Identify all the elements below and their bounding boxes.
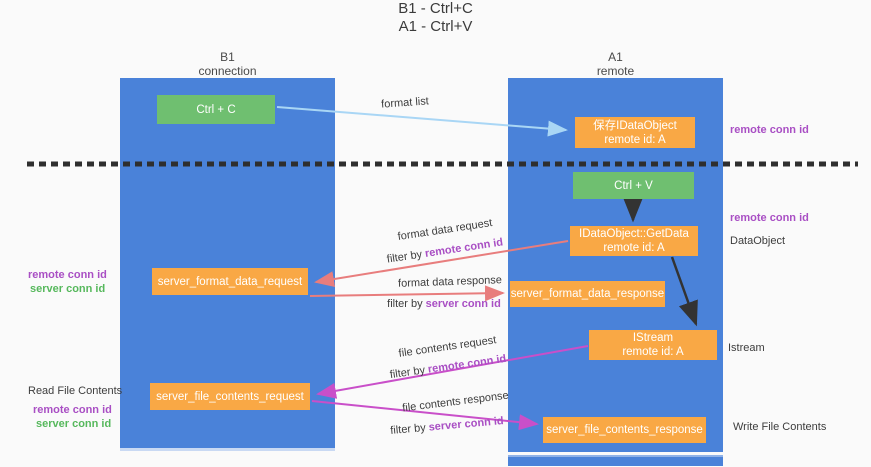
annot-write-file-contents: Write File Contents <box>733 421 827 433</box>
filter-prefix-text: filter by <box>387 298 423 310</box>
arrow-format-data-response <box>309 285 505 302</box>
node-istream: IStream remote id: A <box>589 330 717 360</box>
node-ctrl-v: Ctrl + V <box>573 172 694 199</box>
label-format-list: format list <box>380 95 430 111</box>
annot-remote-conn-id-top-right: remote conn id <box>730 124 809 136</box>
lane-a1-continuation <box>508 455 723 466</box>
annot-istream: Istream <box>728 342 765 354</box>
annot-server-conn-id-top-left: server conn id <box>30 283 106 295</box>
annot-remote-conn-id-top-left: remote conn id <box>28 269 107 281</box>
annot-dataobject: DataObject <box>730 235 786 247</box>
title-line-b1: B1 - Ctrl+C <box>398 0 473 17</box>
node-format-request-label: server_format_data_request <box>157 275 303 288</box>
annot-read-file-contents: Read File Contents <box>28 385 123 397</box>
lane-b1-name: B1 <box>220 50 235 64</box>
node-ctrl-v-label: Ctrl + V <box>614 179 653 192</box>
lane-b1-role: connection <box>198 64 257 78</box>
node-ctrl-c-label: Ctrl + C <box>196 103 236 116</box>
node-server-format-data-response: server_format_data_response <box>510 281 665 307</box>
lane-a1-role: remote <box>596 64 635 78</box>
node-save-idataobject-line2: remote id: A <box>604 133 666 146</box>
node-getdata-line2: remote id: A <box>603 242 665 254</box>
lane-a1-name: A1 <box>608 50 623 64</box>
node-save-idataobject-line1: 保存IDataObject <box>593 119 677 132</box>
remote-conn-id-text: remote conn id <box>427 352 507 376</box>
server-conn-id-text: server conn id <box>428 415 505 434</box>
node-server-file-contents-request: server_file_contents_request <box>150 383 310 410</box>
diagram-title: B1 - Ctrl+C A1 - Ctrl+V <box>0 0 871 36</box>
node-file-request-label: server_file_contents_request <box>156 390 304 403</box>
node-istream-line1: IStream <box>632 332 674 344</box>
label-file-contents-response: file contents response <box>401 389 510 415</box>
remote-conn-id-text: remote conn id <box>424 236 504 260</box>
title-line-a1: A1 - Ctrl+V <box>398 18 473 35</box>
node-idataobject-getdata: IDataObject::GetData remote id: A <box>570 226 698 256</box>
node-file-response-label: server_file_contents_response <box>546 424 703 436</box>
annot-remote-conn-id-mid-right: remote conn id <box>730 212 809 224</box>
filter-prefix-text: filter by <box>389 421 427 437</box>
node-getdata-line1: IDataObject::GetData <box>579 228 689 240</box>
node-save-idataobject: 保存IDataObject remote id: A <box>575 117 695 148</box>
node-format-response-label: server_format_data_response <box>510 288 665 300</box>
annot-server-conn-id-bottom-left: server conn id <box>36 418 112 430</box>
filter-prefix-text: filter by <box>386 248 423 266</box>
node-ctrl-c: Ctrl + C <box>157 95 275 124</box>
server-conn-id-text: server conn id <box>425 298 501 310</box>
annot-remote-conn-id-bottom-left: remote conn id <box>33 404 112 416</box>
node-server-file-contents-response: server_file_contents_response <box>543 417 706 443</box>
label-format-data-response: format data response <box>397 274 503 290</box>
filter-prefix-text: filter by <box>389 364 426 382</box>
lane-header-a1: A1 remote <box>508 50 723 78</box>
node-istream-line2: remote id: A <box>622 346 684 358</box>
node-server-format-data-request: server_format_data_request <box>152 268 308 295</box>
lane-header-b1: B1 connection <box>120 50 335 78</box>
